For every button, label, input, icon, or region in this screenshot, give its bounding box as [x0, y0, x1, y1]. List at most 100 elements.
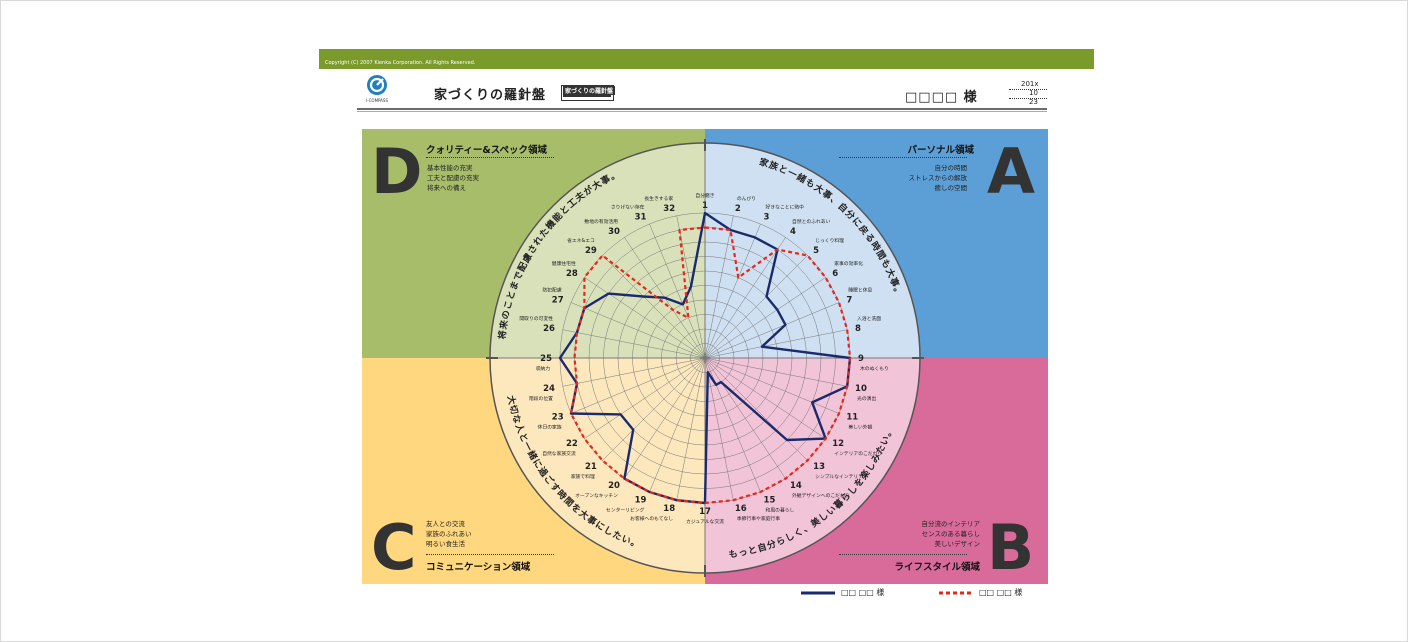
grid-spoke — [704, 357, 808, 461]
header-rule — [357, 108, 1047, 110]
grid-spoke — [570, 357, 706, 414]
top-bar: Copyright (C) 2007 Kienka Corporation. A… — [319, 49, 1094, 69]
quadrant-c-letter: C — [371, 511, 417, 584]
axis-number: 2 — [735, 204, 741, 214]
quadrant-b-title: ライフスタイル領域 — [894, 562, 980, 573]
axis-label: 和風の暮らし — [766, 506, 795, 513]
axis-label: 健康住宅性 — [552, 260, 576, 267]
axis-label: インテリアのこだわり — [834, 450, 882, 457]
grid-spoke — [649, 223, 706, 359]
logo-wordmark: I-COMPASS — [366, 98, 388, 103]
axis-number: 27 — [552, 295, 564, 305]
axis-number: 24 — [543, 384, 555, 394]
grid-spoke — [602, 255, 706, 359]
axis-label: 外観デザインへのこだわり — [792, 492, 850, 499]
quadrant-d-rule — [426, 157, 554, 158]
quadrant-b-item: 美しいデザイン — [934, 540, 981, 548]
axis-number: 32 — [663, 204, 675, 214]
copyright-text: Copyright (C) 2007 Kienka Corporation. A… — [325, 60, 476, 66]
axis-label: 省エネ&エコ — [567, 237, 595, 244]
quadrant-c-item: 明るい食生活 — [426, 540, 465, 548]
company-logo: I-COMPASS — [365, 74, 389, 104]
quadrant-c-title: コミュニケーション領域 — [426, 562, 531, 573]
date-year: 201x — [1021, 80, 1039, 88]
axis-number: 22 — [566, 439, 578, 449]
axis-number: 8 — [855, 324, 861, 334]
radar-chart: 家族と一緒も大事、自分に戻る時間も大事。もっと自分らしく、美しい暮らしを楽しみた… — [362, 129, 1048, 584]
subtitle-badge-top: 家づくりの羅針盤 — [563, 86, 616, 95]
quadrant-a-title: パーソナル領域 — [907, 145, 974, 156]
compass-sheet: Copyright (C) 2007 Kienka Corporation. A… — [319, 49, 1094, 609]
axis-number: 21 — [585, 462, 597, 472]
quadrant-a-items: 自分の時間 ストレスからの解放 癒しの空間 — [879, 163, 968, 193]
axis-number: 9 — [858, 354, 864, 364]
grid-spoke — [584, 277, 706, 359]
axis-label: 防犯配慮 — [542, 286, 561, 293]
quadrant-b-items: 自分流のインテリア センスのある暮らし 美しいデザイン — [879, 519, 981, 549]
quadrant-a-item: 癒しの空間 — [934, 184, 968, 192]
axis-number: 18 — [663, 504, 675, 514]
grid-spoke — [584, 357, 706, 439]
date-day: 23 — [1029, 98, 1038, 106]
grid-spoke — [570, 302, 706, 359]
axis-number: 10 — [855, 384, 867, 394]
axis-label: 睡眠と休息 — [848, 286, 872, 293]
axis-label: 間取りの可変性 — [519, 315, 553, 322]
quadrant-d-title: クォリティー&スペック領域 — [426, 145, 548, 156]
grid-spoke — [676, 357, 706, 501]
axis-number: 7 — [846, 295, 852, 305]
series-line-dashed — [569, 226, 852, 505]
axis-label: 階段の位置 — [529, 395, 553, 402]
axis-label: 収納力 — [536, 365, 551, 372]
axis-number: 28 — [566, 269, 578, 279]
axis-number: 1 — [702, 201, 708, 211]
axis-label: のんびり — [737, 195, 756, 202]
page-title: 家づくりの羅針盤 — [434, 88, 547, 103]
axis-label: 季節行事や家庭行事 — [737, 515, 780, 522]
quadrant-d-items: 基本性能の充実 工夫と配慮の充実 将来への備え — [427, 163, 479, 193]
grid-spoke — [704, 357, 734, 501]
axis-number: 13 — [813, 462, 825, 472]
axis-number: 5 — [813, 246, 819, 256]
axis-label: 自然とのふれあい — [792, 218, 831, 225]
axis-label: 家族で料理 — [571, 473, 595, 480]
grid-spoke — [704, 357, 826, 439]
grid-spoke — [704, 237, 786, 359]
axis-number: 16 — [735, 504, 747, 514]
customer-name: □□□□ 様 — [905, 90, 978, 105]
quadrant-d-letter: D — [371, 135, 423, 208]
axis-number: 29 — [585, 246, 597, 256]
axis-label: 休日の家族 — [538, 424, 562, 431]
legend-label-2: □□ □□ 様 — [979, 588, 1023, 597]
axis-label: 長生きする家 — [644, 195, 673, 202]
axis-number: 15 — [764, 495, 776, 505]
date-month: 10 — [1029, 89, 1038, 97]
date-rule-2 — [1009, 98, 1047, 99]
axis-number: 11 — [846, 413, 858, 423]
grid-spoke — [602, 357, 706, 461]
quadrant-b-rule — [839, 554, 967, 555]
quadrant-a-letter: A — [987, 135, 1035, 208]
axis-label: 美しい外観 — [848, 424, 872, 431]
axis-label: 入浴と洗面 — [857, 315, 881, 322]
axis-label: 自分磨き — [695, 192, 714, 199]
axis-label: 木のぬくもり — [860, 365, 889, 372]
axis-number: 3 — [764, 213, 770, 223]
chart-legend: □□ □□ 様 □□ □□ 様 — [797, 587, 1097, 599]
quadrant-c-item: 家族のふれあい — [426, 530, 472, 538]
axis-label: 自然な家族交流 — [542, 450, 576, 457]
legend-label-1: □□ □□ 様 — [841, 588, 885, 597]
axis-label: 好きなことに熱中 — [766, 204, 805, 211]
axis-number: 19 — [635, 495, 647, 505]
axis-label: 敷地の有効活用 — [584, 218, 618, 225]
axis-label: じっくり料理 — [815, 237, 844, 244]
axis-label: お客様へのもてなし — [630, 515, 673, 522]
quadrant-c-items: 友人との交流 家族のふれあい 明るい食生活 — [426, 519, 472, 549]
axis-label: オープンなキッチン — [575, 492, 618, 499]
quadrant-b-item: 自分流のインテリア — [921, 520, 981, 528]
grid-spoke — [704, 302, 840, 359]
grid-spoke — [649, 357, 706, 493]
grid-spoke — [704, 357, 840, 414]
axis-number: 12 — [832, 439, 844, 449]
quadrant-b-letter: B — [987, 511, 1035, 584]
